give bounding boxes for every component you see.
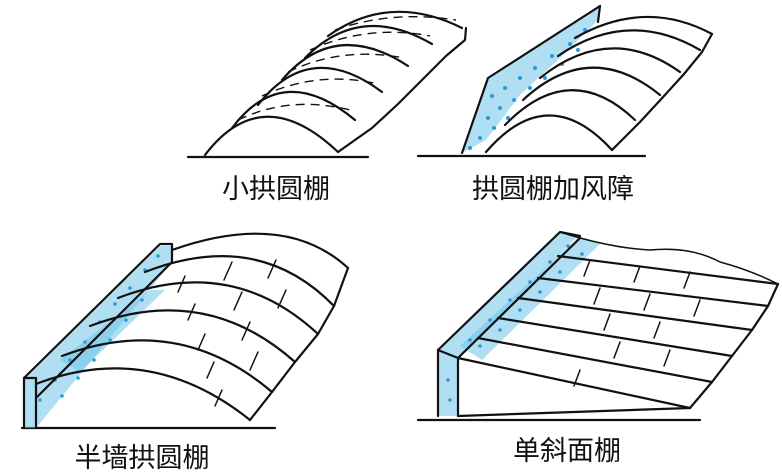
roof-rafter (516, 296, 754, 332)
arch-hoop (573, 15, 714, 40)
arch-hoop (230, 90, 357, 130)
windbreak-frame (596, 4, 602, 24)
arch-rib (88, 309, 297, 364)
arch-hoop (503, 89, 637, 127)
roof-rafter (476, 336, 714, 384)
arch-rib (34, 367, 252, 422)
wall-frame (436, 230, 582, 418)
wall-speckle (38, 254, 160, 402)
roof-edge (456, 406, 692, 418)
arch-hoop (280, 44, 410, 82)
panel-label: 半墙拱圆棚 (75, 443, 210, 474)
arch-hoop (538, 47, 682, 80)
wall-shading (60, 290, 165, 372)
arch-hoop (556, 29, 702, 58)
arch-rib (60, 339, 274, 394)
panel-arch-shed-windbreak: 拱圆棚加风障 (416, 4, 714, 205)
film-line (309, 31, 431, 51)
roof-rafter (556, 254, 780, 286)
windbreak-frame (460, 4, 602, 155)
roof-rafter (536, 276, 770, 308)
shed-edge (336, 26, 468, 154)
roof-rafter (496, 316, 734, 358)
film-line (287, 53, 405, 73)
panel-label: 小拱圆棚 (222, 174, 330, 205)
roof-rafter (456, 356, 692, 410)
roof-edge (248, 266, 350, 422)
arch-hoop (521, 66, 662, 102)
arch-hoop (326, 10, 464, 38)
arch-rib (170, 232, 350, 270)
panel-lean-to-shed: 单斜面棚 (416, 230, 780, 467)
panel-label: 拱圆棚加风障 (472, 174, 634, 205)
film-line (334, 15, 457, 31)
roof-top-edge (559, 231, 779, 285)
film-line (261, 78, 379, 97)
panel-half-wall-arch-shed: 半墙拱圆棚 (20, 232, 350, 474)
panel-label: 单斜面棚 (513, 436, 621, 467)
arch-rib (116, 281, 320, 336)
arch-hoop (256, 66, 384, 107)
arch-hoop (203, 115, 340, 157)
roof-edge (688, 282, 780, 410)
wall-speckle (446, 244, 584, 402)
wall-frame (436, 348, 460, 360)
shed-edge (610, 32, 714, 152)
wall-frame (22, 376, 38, 400)
arch-hoop (484, 114, 614, 154)
panel-small-arch-shed: 小拱圆棚 (186, 10, 468, 205)
purlin-marks (573, 259, 701, 387)
arch-rib (143, 255, 336, 308)
arch-hoop (303, 25, 434, 60)
purlin-marks (177, 259, 287, 407)
windbreak-shading (462, 6, 600, 153)
